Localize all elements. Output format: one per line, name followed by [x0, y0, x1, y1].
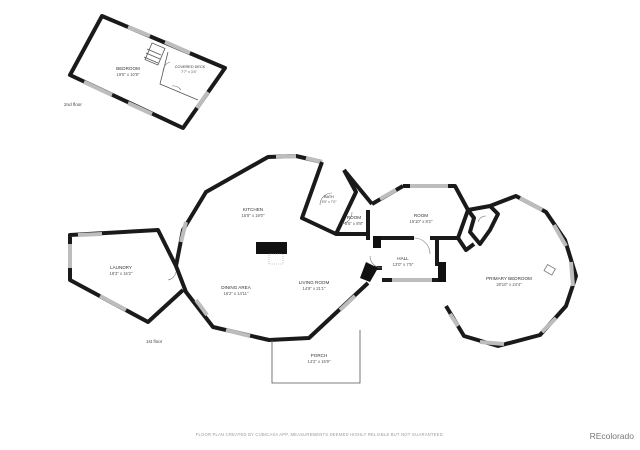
room-b-walls: [403, 184, 470, 240]
laundry-label: LAUNDRY: [110, 265, 132, 270]
porch-outline: [271, 330, 361, 384]
laundry-dims: 18'3" x 15'2": [110, 271, 133, 276]
disclaimer-text: FLOOR PLAN CREATED BY CUBICASA APP. MEAS…: [196, 432, 445, 437]
primary-bedroom-label: PRIMARY BEDROOM: [486, 276, 532, 281]
room-a-dims: 5'5" x 8'8": [345, 221, 364, 226]
dining-area-label: DINING AREA: [221, 285, 252, 290]
dining-area-dims: 16'2" x 14'11": [224, 291, 249, 296]
covered-deck-label: COVERED DECK: [175, 65, 206, 69]
porch-label: PORCH: [311, 353, 328, 358]
kitchen-label: KITCHEN: [243, 207, 263, 212]
covered-deck-dims: 7'7" x 3'4": [181, 70, 197, 74]
bedroom-2nd-dims: 19'5" x 10'8": [117, 72, 140, 77]
bath-dims: 5'5" x 7'0": [322, 200, 338, 204]
bath-label: BATH: [324, 195, 334, 199]
hall-dims: 13'0" x 7'5": [393, 262, 414, 267]
room-b-dims: 15'10" x 8'2": [410, 219, 433, 224]
first-floor-plan: KITCHEN 15'8" x 19'0" BATH 5'5" x 7'0" R…: [68, 154, 578, 384]
second-floor-plan: BEDROOM 19'5" x 10'8" COVERED DECK 7'7" …: [64, 14, 227, 130]
living-room-label: LIVING ROOM: [299, 280, 330, 285]
hall-label: HALL: [397, 256, 409, 261]
room-a-label: ROOM: [347, 215, 361, 220]
living-room-dims: 14'9" x 21'1": [303, 286, 326, 291]
stairs-icon: [143, 42, 166, 66]
primary-bedroom-dims: 20'10" x 24'4": [496, 282, 522, 287]
porch-dims: 14'2" x 15'9": [308, 359, 331, 364]
second-floor-label: 2nd floor: [64, 102, 82, 107]
kitchen-dims: 15'8" x 19'0": [242, 213, 265, 218]
brand-logo: REcolorado: [590, 431, 635, 441]
room-b-label: ROOM: [414, 213, 428, 218]
bedroom-2nd-label: BEDROOM: [116, 66, 140, 71]
kitchen-island: [256, 242, 287, 254]
first-floor-label: 1st floor: [146, 339, 163, 344]
